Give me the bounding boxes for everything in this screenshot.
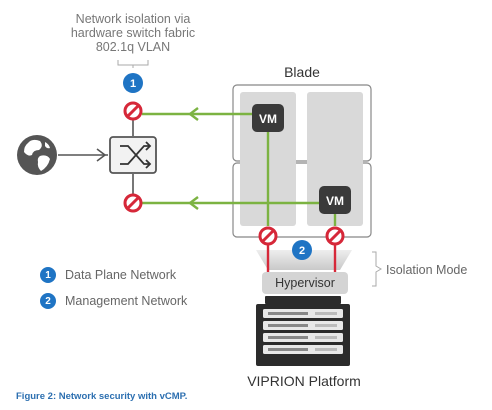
vm-box-1-label: VM bbox=[259, 112, 277, 126]
legend-label-data-plane: Data Plane Network bbox=[65, 268, 177, 282]
legend-label-management: Management Network bbox=[65, 294, 188, 308]
vm-box-2: VM bbox=[319, 186, 351, 214]
note-line-3: 802.1q VLAN bbox=[96, 40, 170, 54]
hypervisor-funnel bbox=[256, 250, 352, 270]
platform-label: VIPRION Platform bbox=[247, 373, 361, 389]
figure-caption: Figure 2: Network security with vCMP. bbox=[16, 391, 188, 402]
note-bracket bbox=[117, 60, 149, 68]
server-icon bbox=[256, 296, 350, 366]
legend-item-data-plane: 1 Data Plane Network bbox=[40, 262, 187, 288]
globe-icon bbox=[17, 135, 57, 175]
blade-label: Blade bbox=[284, 64, 320, 80]
isolation-mode-label: Isolation Mode bbox=[386, 263, 467, 277]
legend-badge-1: 1 bbox=[40, 267, 56, 283]
legend: 1 Data Plane Network 2 Management Networ… bbox=[40, 262, 187, 314]
no-entry-icon bbox=[123, 193, 143, 213]
marker-1-badge: 1 bbox=[123, 73, 143, 93]
data-plane-arrow-lower bbox=[188, 196, 199, 210]
marker-1-number: 1 bbox=[130, 78, 136, 90]
no-entry-icon bbox=[258, 226, 278, 246]
hypervisor-label: Hypervisor bbox=[275, 276, 335, 290]
marker-2-badge: 2 bbox=[292, 240, 312, 260]
note-line-1: Network isolation via bbox=[76, 12, 191, 26]
no-entry-icon bbox=[325, 226, 345, 246]
internet-link-arrow bbox=[96, 148, 107, 162]
no-entry-icon bbox=[123, 101, 143, 121]
vm-box-2-label: VM bbox=[326, 194, 344, 208]
isolation-bracket bbox=[372, 251, 382, 287]
data-plane-arrow-upper bbox=[188, 107, 199, 121]
legend-item-management: 2 Management Network bbox=[40, 288, 187, 314]
blade-upper-frame bbox=[232, 84, 372, 162]
switch-icon bbox=[109, 136, 157, 174]
blade-lower-frame bbox=[232, 162, 372, 238]
vm-box-1: VM bbox=[252, 104, 284, 132]
note-line-2: hardware switch fabric bbox=[71, 26, 195, 40]
marker-2-number: 2 bbox=[299, 245, 305, 257]
legend-badge-2: 2 bbox=[40, 293, 56, 309]
hypervisor-box: Hypervisor bbox=[262, 272, 348, 294]
